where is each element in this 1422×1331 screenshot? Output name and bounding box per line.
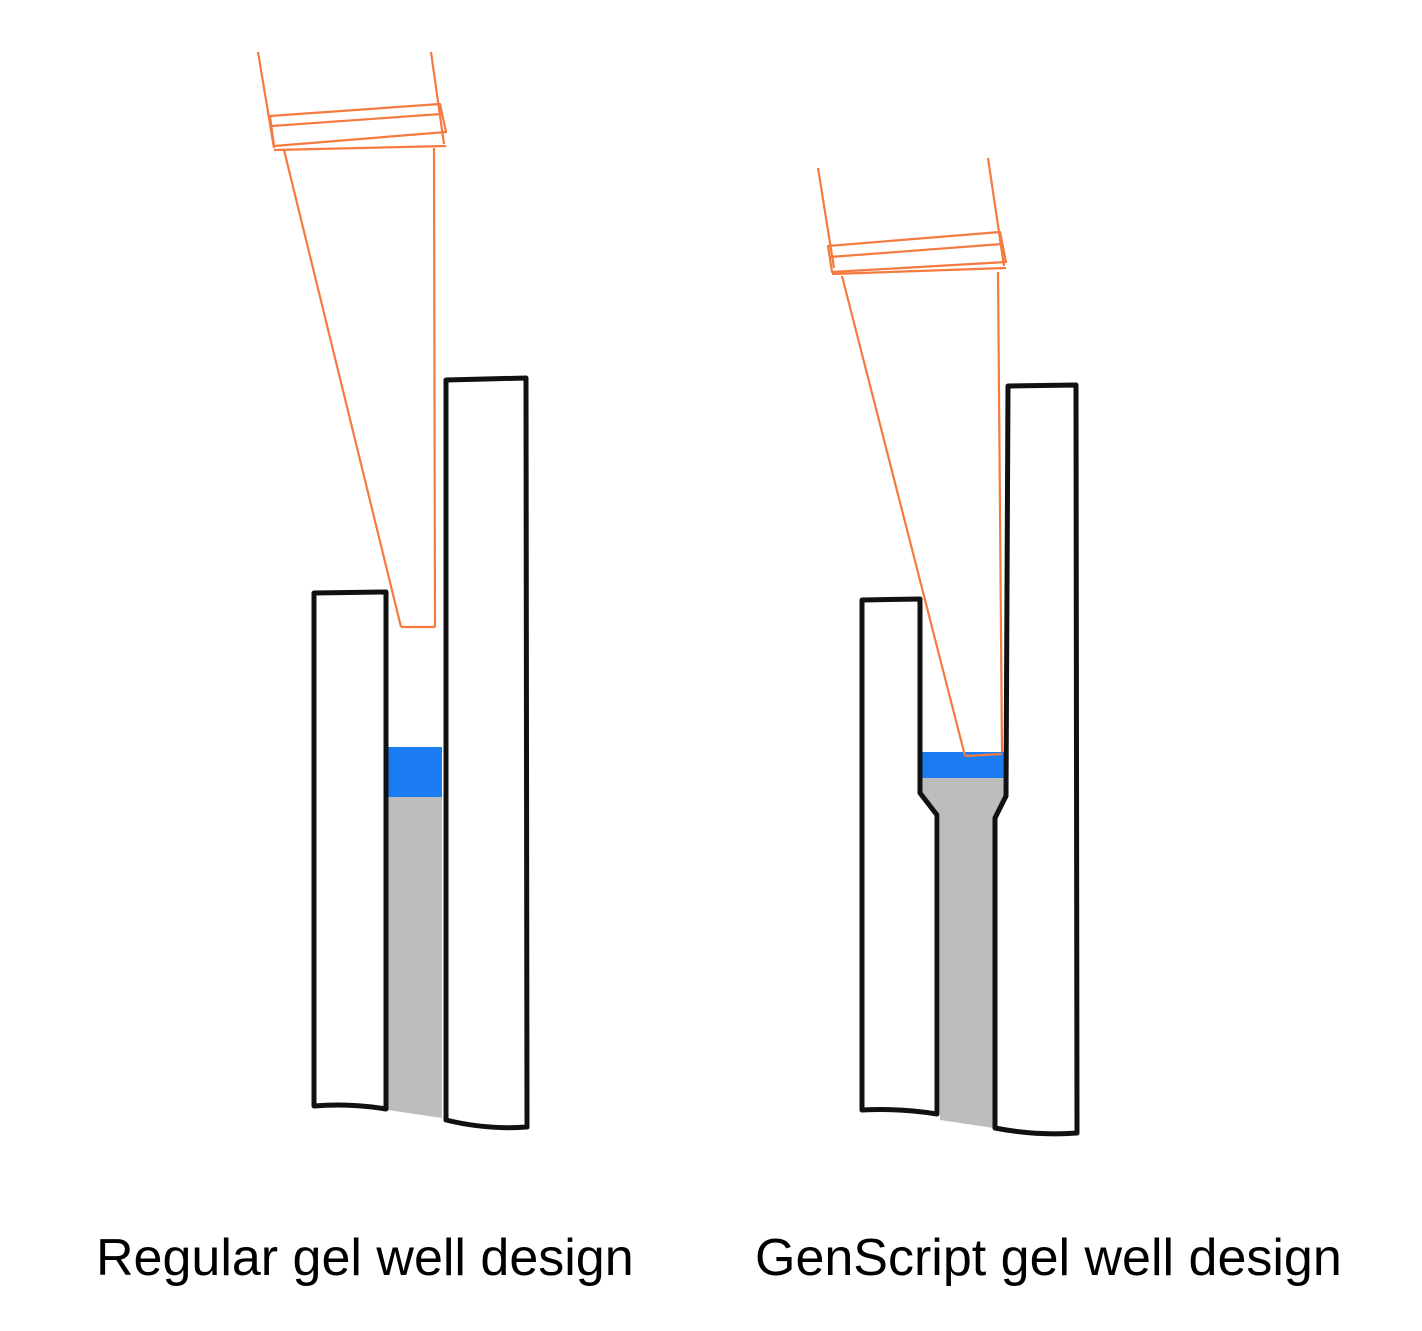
regular-well-sample-layer [388,747,442,797]
regular-well-panel [256,51,530,1131]
genscript-well-right-wall [992,382,1080,1137]
genscript-well-pipette-tip [816,157,1008,758]
genscript-well-gel [922,777,1004,1128]
regular-well-caption: Regular gel well design [96,1229,634,1287]
genscript-well-caption: GenScript gel well design [755,1229,1342,1287]
regular-well-left-wall [311,589,389,1112]
genscript-well-left-wall [859,596,940,1117]
regular-well-pipette-tip [256,51,448,629]
regular-well-gel [388,795,442,1118]
genscript-well-panel [816,157,1080,1137]
genscript-well-sample-layer [922,752,1004,778]
regular-well-right-wall [443,375,530,1131]
